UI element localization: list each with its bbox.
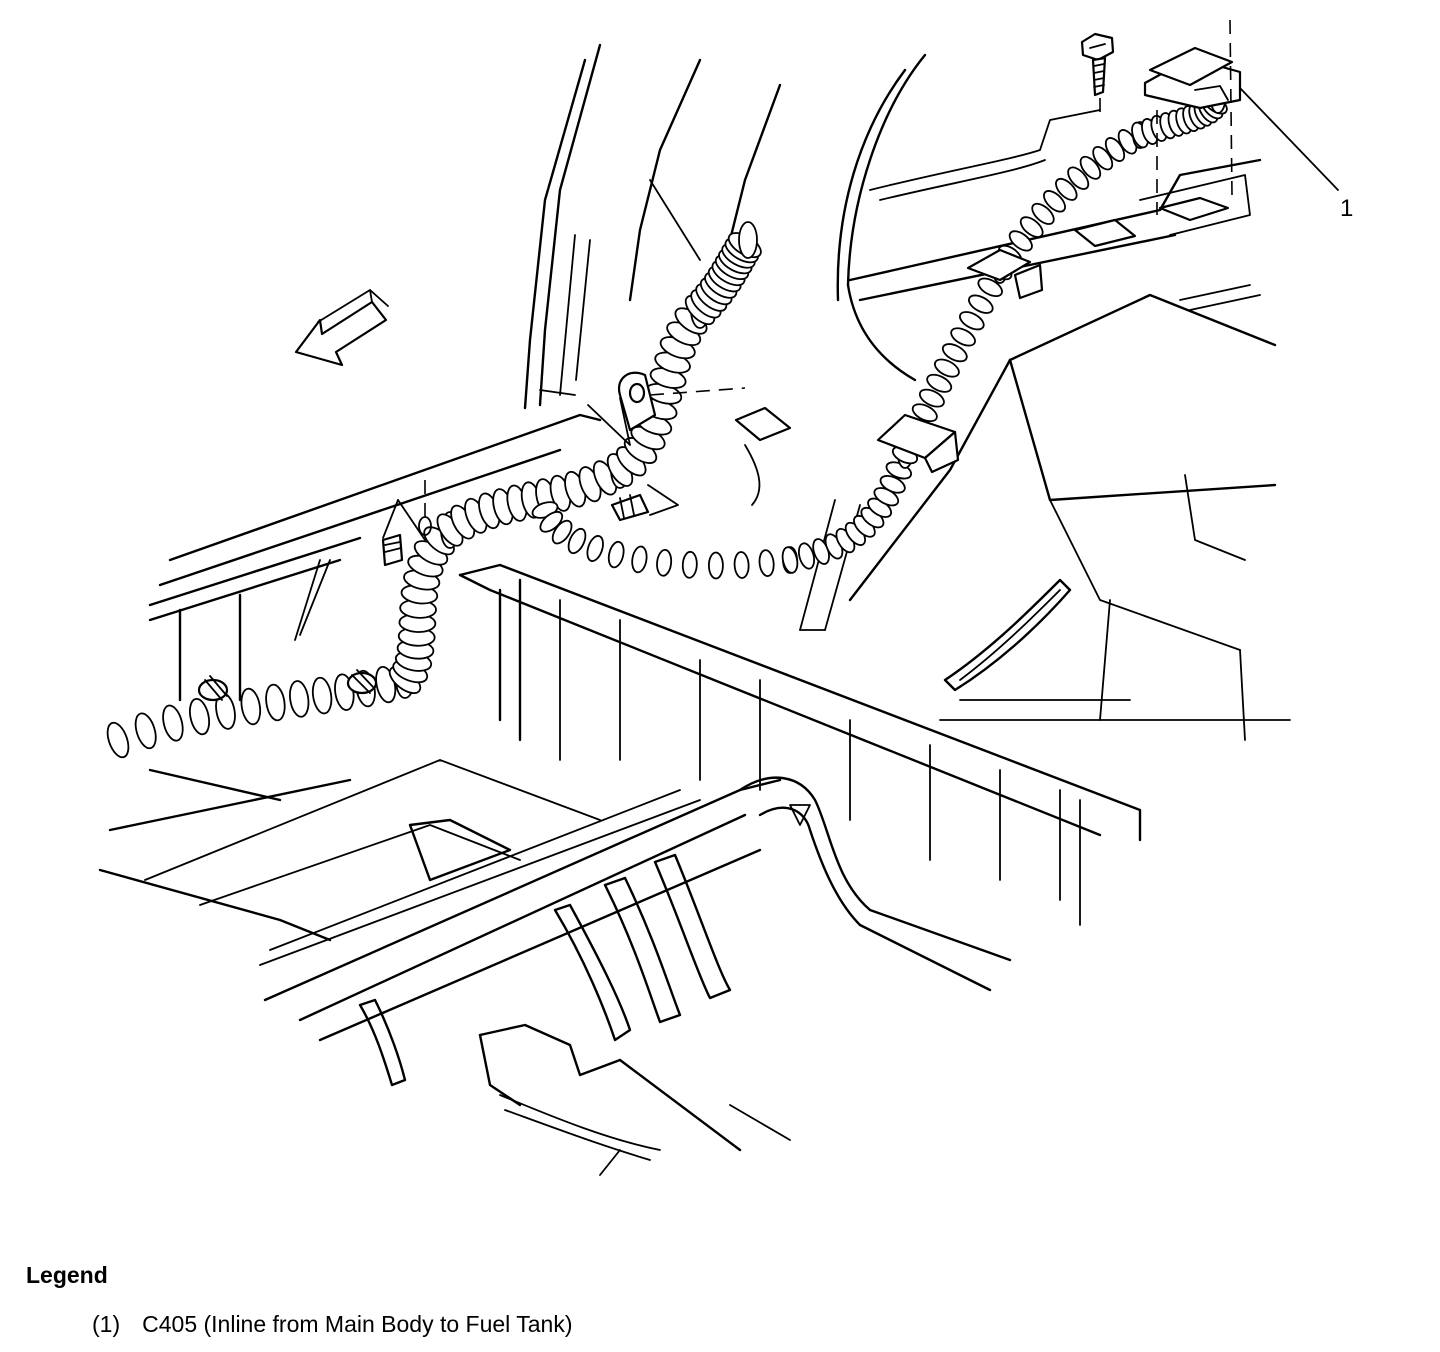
legend-title: Legend (26, 1262, 108, 1288)
harness-convolute-ring (977, 277, 1003, 298)
wiring-harness (106, 86, 1228, 759)
harness-convolute-ring (968, 294, 994, 314)
harness-convolute-ring (539, 510, 564, 533)
vehicle-body-structure (98, 43, 1291, 1176)
harness-convolute-ring (1043, 190, 1066, 213)
harness-convolute-ring (926, 373, 953, 393)
harness-convolute-ring (586, 535, 604, 562)
harness-convolute-ring (798, 542, 815, 570)
harness-clip-middle (876, 413, 960, 474)
harness-convolute-ring (933, 358, 960, 378)
harness-clip-upper (734, 406, 792, 506)
harness-convolute-ring (911, 403, 938, 423)
stud-tunnel (610, 484, 679, 522)
harness-convolute-ring (134, 712, 157, 750)
harness-convolute-ring (311, 676, 333, 715)
harness-convolute-ring (781, 546, 799, 574)
harness-convolute-ring (707, 551, 724, 580)
harness-convolute-ring (1055, 177, 1078, 201)
harness-convolute-ring (950, 327, 976, 347)
front-direction-arrow-icon (294, 289, 389, 367)
c405-connector (1143, 19, 1339, 215)
harness-convolute-ring (879, 475, 906, 494)
harness-convolute-ring (958, 311, 985, 331)
harness-convolute-ring (758, 549, 775, 577)
harness-convolute-ring (733, 551, 750, 579)
harness-convolute-ring (1092, 146, 1114, 171)
harness-convolute-ring (941, 343, 968, 363)
ground-stud-left (197, 675, 229, 702)
harness-convolute-ring (1079, 155, 1102, 180)
harness-convolute-ring (188, 698, 211, 736)
harness-convolute-ring (567, 527, 587, 555)
harness-convolute-ring (607, 540, 625, 569)
harness-convolute-ring (240, 687, 262, 726)
legend: Legend (1) C405 (Inline from Main Body t… (26, 1262, 1406, 1338)
wiring-harness-routing-diagram: 1 (98, 19, 1353, 1176)
harness-convolute-ring (738, 221, 758, 259)
harness-convolute-ring (681, 550, 698, 579)
bolt-icon (1080, 32, 1115, 120)
harness-convolute-ring (106, 721, 130, 759)
harness-convolute-ring (289, 680, 310, 718)
harness-convolute-ring (265, 683, 286, 722)
legend-item-marker: (1) (92, 1311, 121, 1337)
stud-dash (381, 480, 432, 567)
harness-convolute-ring (1067, 166, 1090, 190)
harness-convolute-ring (1019, 216, 1044, 238)
harness-convolute-ring (631, 545, 648, 574)
harness-convolute-ring (1031, 202, 1055, 225)
ground-stud-center (346, 669, 378, 695)
callout-number-1: 1 (1340, 195, 1353, 222)
harness-convolute-ring (1008, 230, 1033, 252)
harness-convolute-ring (551, 519, 573, 545)
harness-bracket-pillar (587, 371, 746, 446)
harness-convolute-ring (162, 704, 184, 742)
harness-clip-front (966, 248, 1044, 300)
legend-item-text: C405 (Inline from Main Body to Fuel Tank… (142, 1311, 573, 1337)
harness-convolute-ring (656, 548, 673, 577)
legend-item: (1) C405 (Inline from Main Body to Fuel … (26, 1311, 1406, 1338)
harness-convolute-ring (918, 388, 945, 408)
